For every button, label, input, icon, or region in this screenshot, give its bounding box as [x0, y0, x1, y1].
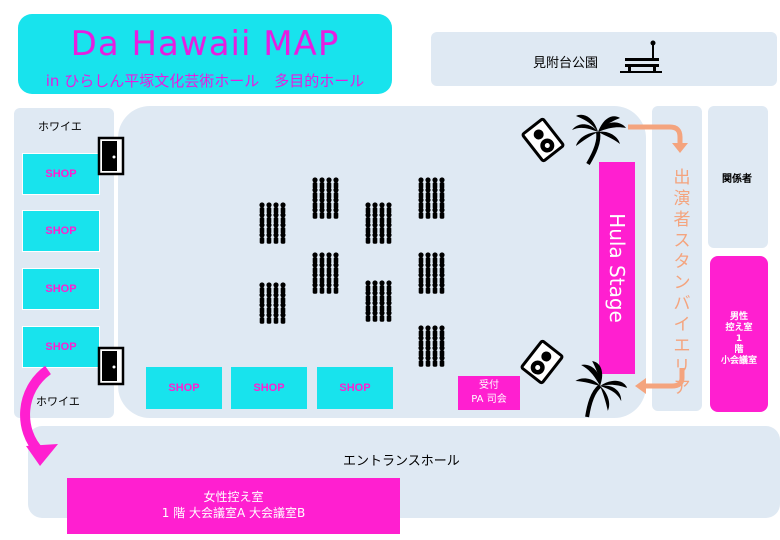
foyer-label-top: ホワイエ: [38, 120, 82, 133]
mens-room-line-5: 小会議室: [720, 356, 757, 366]
audience-block-7: [418, 177, 444, 218]
park-zone: [431, 32, 777, 86]
arrow-head-icon: [26, 444, 58, 466]
audience-block-9: [418, 325, 444, 366]
curved-arrow-icon: [628, 124, 683, 143]
arrow-head-icon: [672, 143, 688, 153]
map-title: Da Hawaii MAP: [70, 24, 340, 64]
staff-zone: [708, 106, 768, 248]
park-bench-icon: [620, 40, 662, 73]
mens-room: 男性 控え室 1 階 小会議室: [710, 256, 768, 412]
map-title-box: Da Hawaii MAP in ひらしん平塚文化芸術ホール 多目的ホール: [18, 14, 392, 94]
audience-block-8: [418, 252, 444, 293]
staff-room-label: 関係者: [722, 174, 752, 185]
curved-arrow-icon: [20, 365, 52, 456]
mens-room-line-2: 控え室: [725, 323, 753, 333]
shop-bottom-1[interactable]: SHOP: [146, 367, 222, 409]
speaker-icon: [520, 117, 566, 163]
shop-bottom-2[interactable]: SHOP: [231, 367, 307, 409]
hula-stage: Hula Stage: [599, 162, 635, 374]
womens-room-location: 1 階 大会議室A 大会議室B: [161, 506, 306, 520]
entrance-hall-label: エントランスホール: [343, 454, 460, 469]
speaker-icon: [519, 339, 565, 385]
palm-tree-icon: [555, 352, 633, 430]
womens-room: 女性控え室 1 階 大会議室A 大会議室B: [67, 478, 400, 534]
audience-block-4: [312, 252, 338, 293]
pa-mc-label: PA 司会: [471, 394, 507, 405]
park-label: 見附台公園: [533, 56, 599, 71]
audience-block-3: [312, 177, 338, 218]
shop-bottom-3[interactable]: SHOP: [317, 367, 393, 409]
standby-zone: [652, 106, 702, 411]
mens-room-line-4: 階: [734, 345, 744, 355]
audience-block-5: [365, 202, 391, 243]
arrow-head-icon: [635, 378, 646, 394]
reception-label: 受付: [479, 380, 499, 391]
standby-area-label: 出演者スタンバイエリア: [673, 168, 691, 398]
hall-zone: [118, 106, 646, 418]
shop-left-2[interactable]: SHOP: [22, 210, 100, 252]
shop-left-1[interactable]: SHOP: [22, 153, 100, 195]
audience-block-1: [259, 202, 285, 243]
audience-block-6: [365, 280, 391, 321]
mens-room-line-1: 男性: [729, 312, 748, 322]
door-icon: [97, 136, 125, 176]
shop-left-3[interactable]: SHOP: [22, 268, 100, 310]
audience-block-2: [259, 282, 285, 323]
womens-room-name: 女性控え室: [203, 490, 264, 504]
reception-box: 受付 PA 司会: [458, 376, 520, 410]
palm-tree-icon: [570, 112, 628, 166]
map-subtitle: in ひらしん平塚文化芸術ホール 多目的ホール: [45, 72, 365, 90]
foyer-label-bottom: ホワイエ: [36, 395, 80, 408]
mens-room-line-3: 1: [735, 334, 743, 344]
door-icon: [97, 346, 125, 386]
curved-arrow-icon: [645, 368, 685, 389]
